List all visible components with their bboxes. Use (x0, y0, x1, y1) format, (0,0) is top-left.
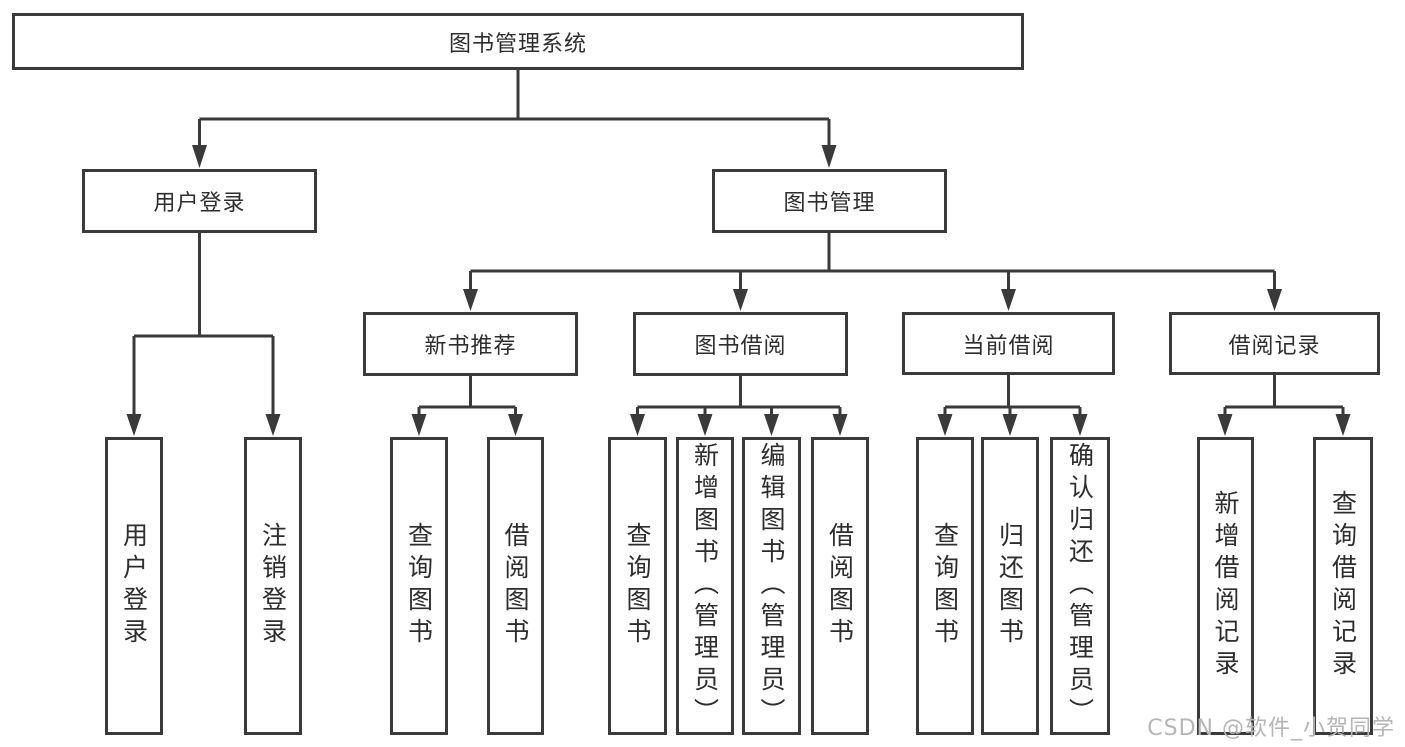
leaf-logout: 注销登录 (244, 437, 302, 735)
leaf-return-books: 归还图书 (981, 437, 1039, 735)
node-borrowing-records: 借阅记录 (1169, 312, 1380, 375)
leaf-query-borrow-record: 查询借阅记录 (1313, 437, 1373, 735)
leaf-query-books-3: 查询图书 (916, 437, 974, 735)
leaf-add-books-admin: 新增图书（管理员） (676, 437, 734, 735)
node-book-management: 图书管理 (712, 169, 947, 233)
leaf-borrow-books-2: 借阅图书 (811, 437, 869, 735)
leaf-confirm-return-admin: 确认归还（管理员） (1050, 437, 1110, 735)
csdn-watermark: CSDN @软件_小贺同学 (1147, 716, 1395, 741)
leaf-borrow-books-1: 借阅图书 (487, 437, 544, 735)
leaf-user-login: 用户登录 (105, 437, 163, 735)
node-library-management-system: 图书管理系统 (12, 13, 1024, 70)
node-book-borrowing: 图书借阅 (633, 312, 848, 376)
leaf-edit-books-admin: 编辑图书（管理员） (742, 437, 801, 735)
node-current-borrowing: 当前借阅 (902, 312, 1115, 375)
leaf-add-borrow-record: 新增借阅记录 (1197, 437, 1254, 735)
node-user-login: 用户登录 (82, 169, 317, 233)
leaf-query-books-1: 查询图书 (390, 437, 448, 735)
leaf-query-books-2: 查询图书 (608, 437, 667, 735)
node-new-book-recommendation: 新书推荐 (363, 312, 578, 376)
